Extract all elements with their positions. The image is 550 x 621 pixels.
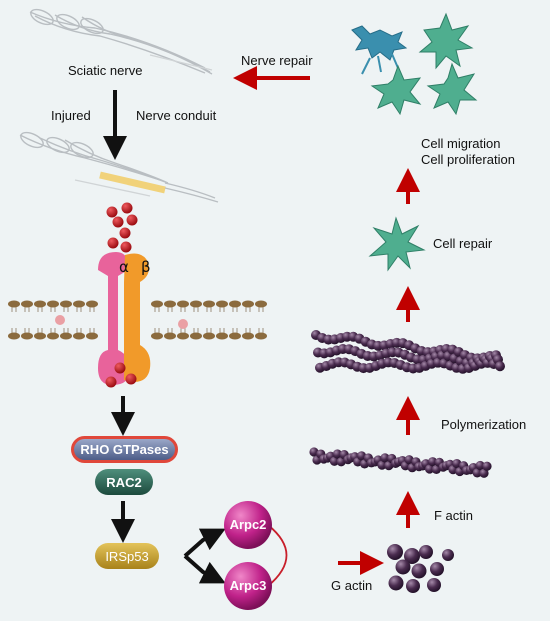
injured-nerve-conduit bbox=[19, 131, 219, 203]
lipid-head bbox=[164, 300, 176, 308]
lipid-head bbox=[86, 332, 98, 340]
lipid-head bbox=[34, 300, 46, 308]
rho-gtpases-node[interactable]: RHO GTPases bbox=[71, 436, 178, 463]
lipid-head bbox=[47, 300, 59, 308]
actin-monomer bbox=[425, 464, 435, 474]
lipid-head bbox=[242, 300, 254, 308]
lipid-head bbox=[177, 332, 189, 340]
irsp53-node[interactable]: IRSp53 bbox=[95, 543, 159, 569]
arp-link-line bbox=[267, 524, 288, 587]
regenerated-cells-cluster bbox=[351, 12, 478, 116]
lipid-head bbox=[73, 332, 85, 340]
lipid-head bbox=[190, 300, 202, 308]
intracellular-ligands bbox=[105, 362, 137, 388]
lipid-head bbox=[216, 300, 228, 308]
g-actin-label: G actin bbox=[331, 578, 373, 593]
lipid-head bbox=[21, 332, 33, 340]
injured-label: Injured bbox=[51, 108, 91, 123]
lipid-head bbox=[151, 332, 163, 340]
lipid-head bbox=[86, 300, 98, 308]
actin-monomer bbox=[495, 361, 505, 372]
lipid-head bbox=[216, 332, 228, 340]
actin-monomer bbox=[479, 468, 489, 478]
integrin-alpha-subunit bbox=[98, 252, 130, 385]
lipid-head bbox=[177, 300, 189, 308]
actin-monomer bbox=[475, 460, 485, 471]
membrane-vesicle bbox=[178, 319, 188, 329]
actin-monomer bbox=[329, 456, 339, 466]
lipid-head bbox=[164, 332, 176, 340]
polymerized-actin-bundle bbox=[311, 330, 505, 374]
alpha-label: α bbox=[119, 258, 129, 276]
actin-monomer bbox=[472, 468, 482, 478]
integrin-beta-subunit bbox=[124, 253, 151, 382]
lipid-head bbox=[229, 300, 241, 308]
actin-monomer bbox=[380, 453, 390, 463]
lipid-head bbox=[8, 300, 20, 308]
lipid-head bbox=[8, 332, 20, 340]
beta-label: β bbox=[141, 258, 151, 276]
lipid-head bbox=[60, 300, 72, 308]
ligand-cluster bbox=[106, 202, 138, 268]
lipid-head bbox=[21, 300, 33, 308]
lipid-head bbox=[229, 332, 241, 340]
actin-monomer bbox=[377, 460, 387, 470]
rac2-node[interactable]: RAC2 bbox=[95, 469, 153, 495]
branch-arrow-arpc2 bbox=[183, 528, 226, 558]
lipid-head bbox=[255, 332, 267, 340]
lipid-head bbox=[203, 332, 215, 340]
membrane-vesicle bbox=[55, 315, 65, 325]
cell-repair-label: Cell repair bbox=[433, 236, 493, 251]
cell-membrane bbox=[8, 300, 267, 340]
actin-monomer bbox=[482, 461, 492, 471]
arpc2-label: Arpc2 bbox=[229, 517, 267, 532]
lipid-head bbox=[151, 300, 163, 308]
lipid-head bbox=[73, 300, 85, 308]
actin-monomer bbox=[428, 457, 438, 467]
g-actin-cluster bbox=[387, 544, 454, 593]
f-actin-label: F actin bbox=[434, 508, 474, 523]
f-actin-filament bbox=[309, 447, 492, 478]
arpc3-sphere[interactable] bbox=[224, 562, 272, 610]
lipid-head bbox=[47, 332, 59, 340]
repair-glial-cell bbox=[368, 216, 426, 272]
cell-migration-label: Cell migration bbox=[421, 136, 501, 151]
lipid-head bbox=[60, 332, 72, 340]
lipid-head bbox=[255, 300, 267, 308]
lipid-head bbox=[190, 332, 202, 340]
nerve-conduit-label: Nerve conduit bbox=[136, 108, 217, 123]
lipid-head bbox=[242, 332, 254, 340]
integrin-receptor bbox=[98, 252, 151, 385]
polymerization-label: Polymerization bbox=[441, 417, 527, 432]
branch-arrow-arpc3 bbox=[183, 554, 226, 584]
arpc2-sphere[interactable] bbox=[224, 501, 272, 549]
nerve-repair-label: Nerve repair bbox=[241, 53, 313, 68]
cell-proliferation-label: Cell proliferation bbox=[421, 152, 515, 167]
lipid-head bbox=[34, 332, 46, 340]
sciatic-nerve-label: Sciatic nerve bbox=[68, 63, 143, 78]
arpc3-label: Arpc3 bbox=[229, 578, 267, 593]
lipid-head bbox=[203, 300, 215, 308]
actin-monomer bbox=[332, 449, 342, 459]
sciatic-nerve-illustration bbox=[29, 8, 213, 75]
